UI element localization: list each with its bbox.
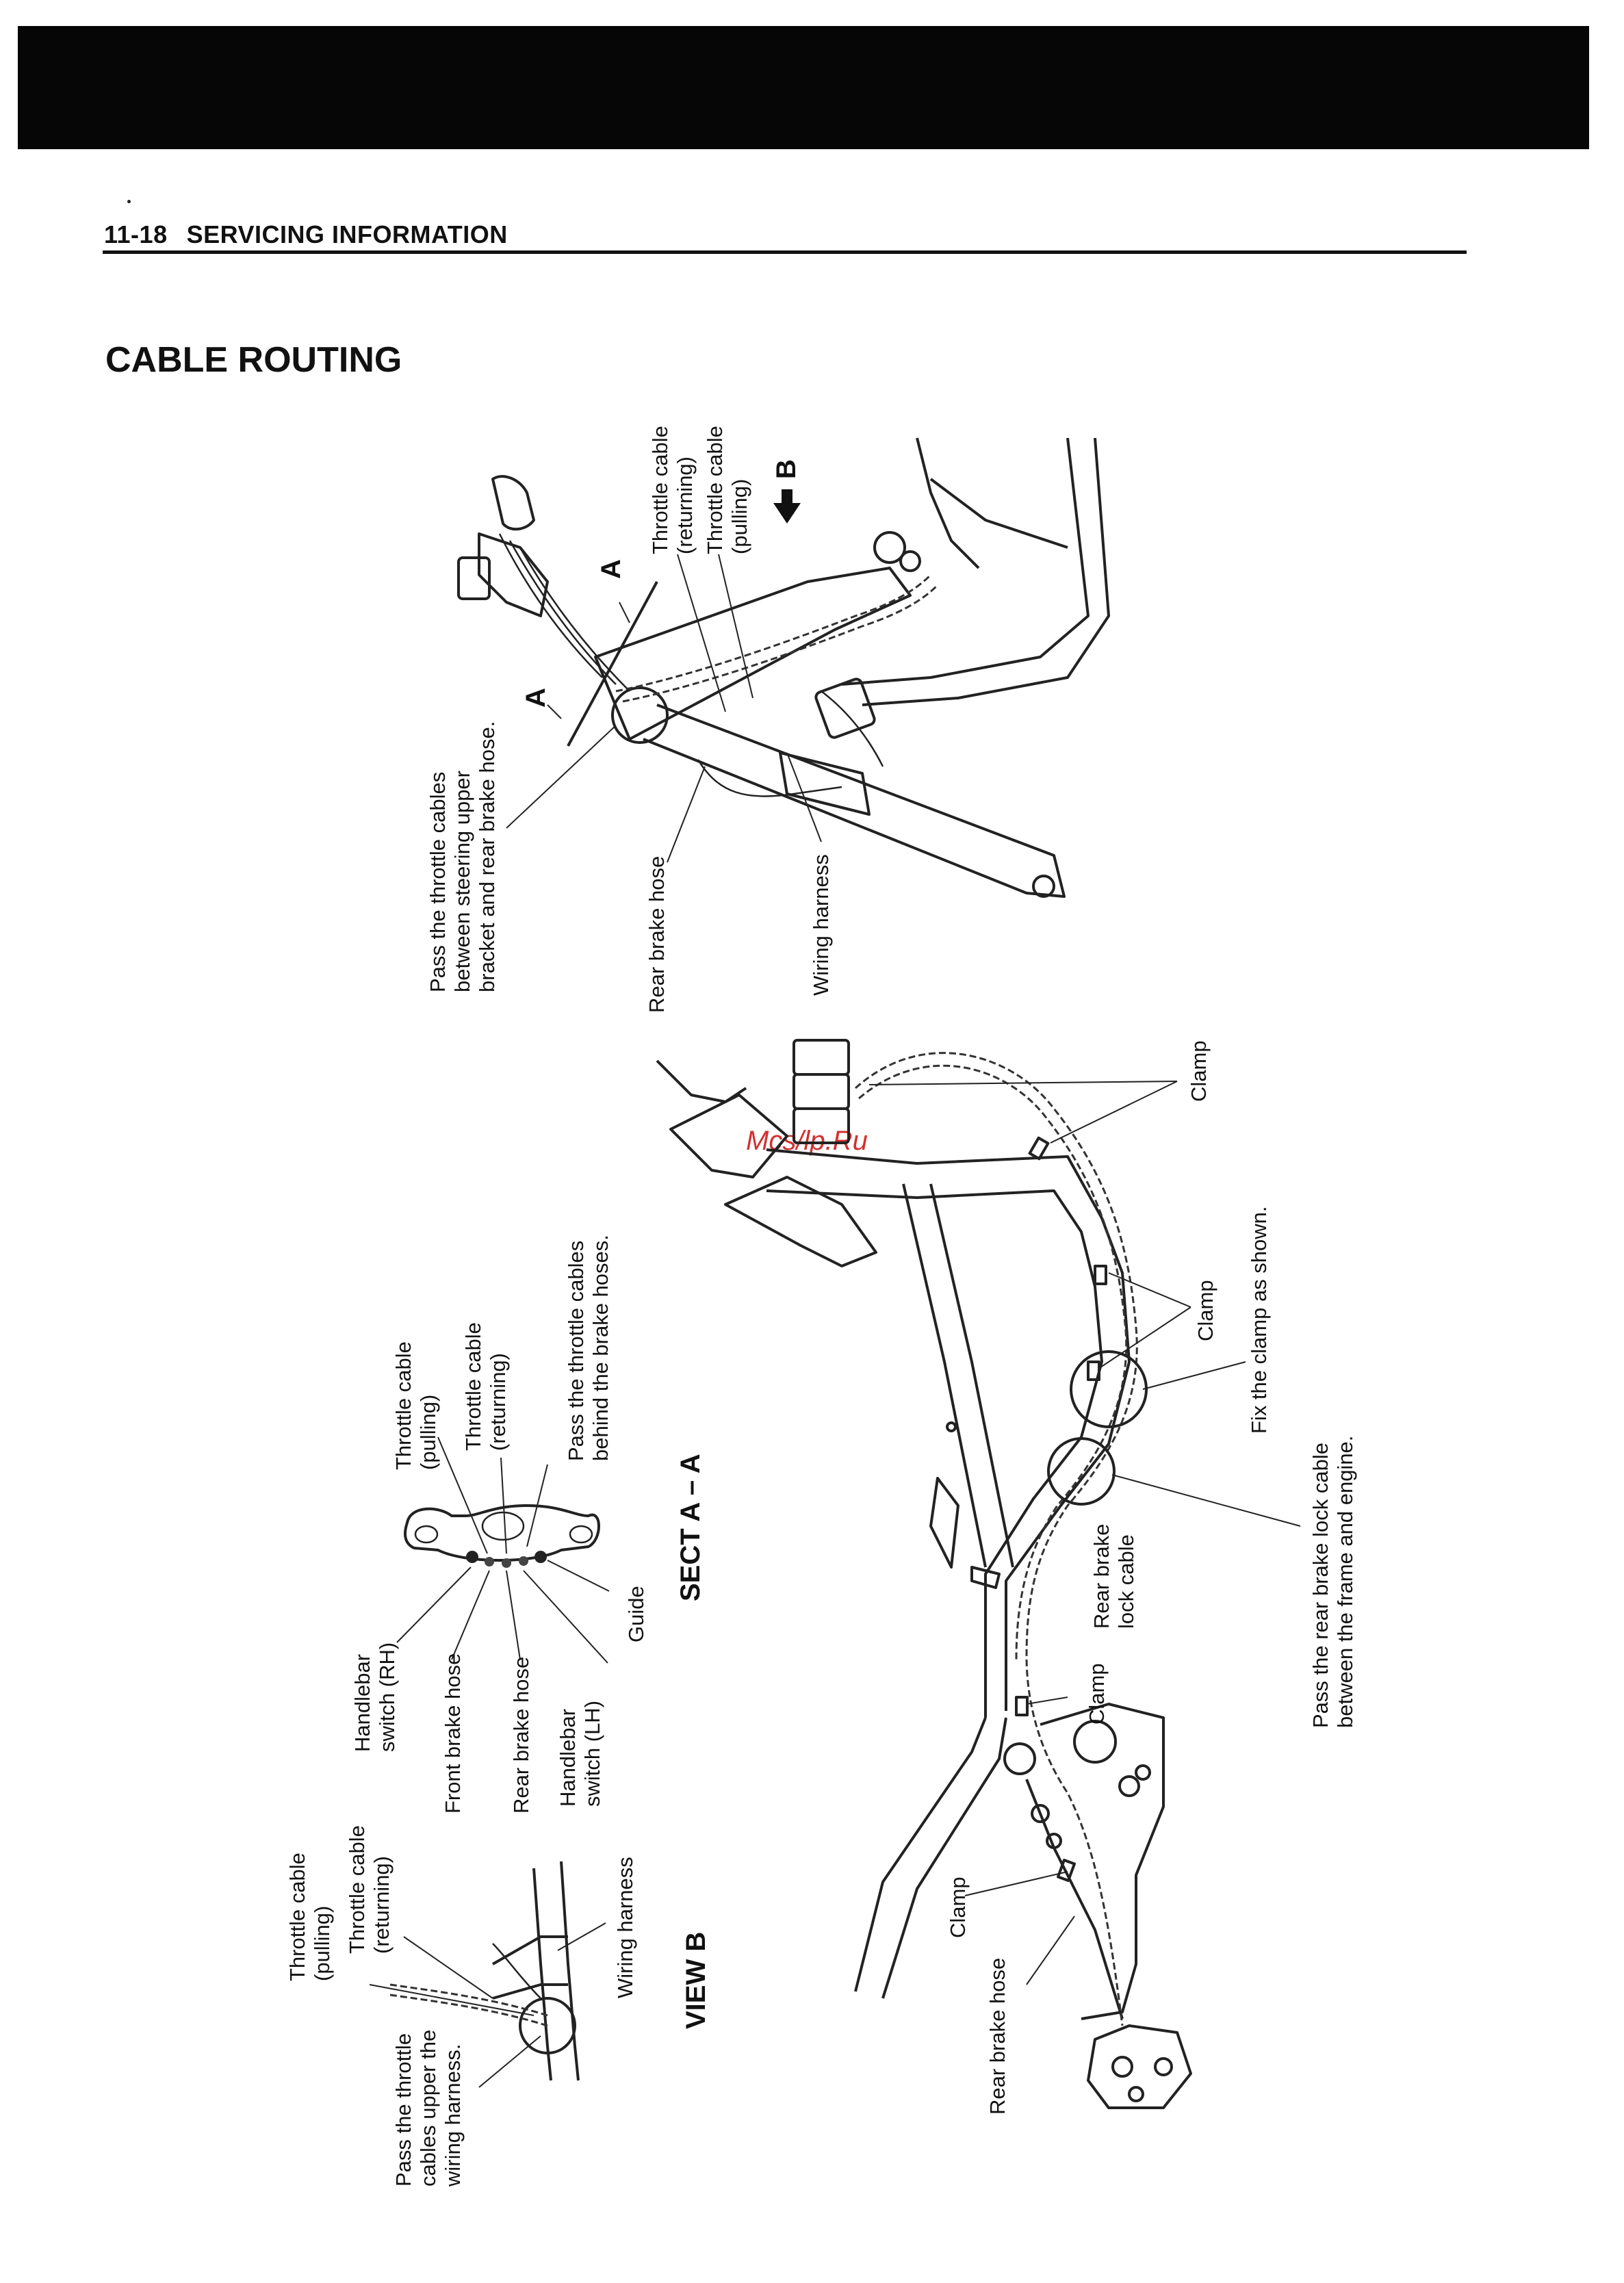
view-b-diagram: Throttle cable(pulling) Throttle cable(r… — [285, 1825, 711, 2187]
sect-label-pass-cables-1: Pass the throttle cables — [564, 1241, 588, 1461]
viewb-label-throttle-returning-2: (returning) — [370, 1856, 394, 1954]
section-marker-a-upper: A — [596, 559, 626, 579]
sect-label-throttle-pulling-1: Throttle cable — [391, 1341, 415, 1470]
page-title: CABLE ROUTING — [105, 340, 402, 380]
label-pass-lock-cable-1: Pass the rear brake lock cable — [1309, 1443, 1332, 1728]
svg-text:Pass the rear brake lock cable: Pass the rear brake lock cablebetween th… — [1309, 1436, 1357, 1728]
top-diagram: A A B Throttle cable(returning) Throttle… — [426, 426, 1110, 1013]
svg-text:Pass the throttlecables upper: Pass the throttlecables upper thewiring … — [391, 2030, 465, 2187]
svg-text:Throttle cable(pulling): Throttle cable(pulling) — [285, 1853, 334, 1981]
sect-label-rear-brake-hose: Rear brake hose — [509, 1657, 533, 1814]
label-rear-brake-hose-top: Rear brake hose — [645, 856, 669, 1013]
label-clamp-mid: Clamp — [1194, 1280, 1217, 1341]
label-wiring-harness-top: Wiring harness — [809, 854, 833, 996]
section-marker-a-lower: A — [521, 688, 551, 708]
header-rule — [103, 250, 1467, 254]
sect-label-throttle-returning-1: Throttle cable — [461, 1322, 485, 1451]
label-pass-cables-3: bracket and rear brake hose. — [475, 721, 499, 992]
svg-text:Throttle cable(returning): Throttle cable(returning) — [461, 1322, 510, 1451]
view-b-title: VIEW B — [681, 1932, 711, 2029]
label-pass-lock-cable-2: between the frame and engine. — [1333, 1436, 1357, 1728]
top-black-band — [18, 26, 1589, 149]
label-throttle-pulling-2: (pulling) — [727, 479, 751, 554]
svg-text:Pass the throttle cablesbetwee: Pass the throttle cablesbetween steering… — [426, 721, 499, 992]
sect-label-pass-cables-2: behind the brake hoses. — [589, 1235, 613, 1461]
sect-label-front-brake-hose: Front brake hose — [441, 1653, 465, 1814]
view-b-arrow-icon — [773, 489, 801, 524]
sect-label-switch-rh-1: Handlebar — [350, 1654, 374, 1752]
viewb-label-wiring-harness: Wiring harness — [613, 1857, 637, 1998]
label-lock-cable-2: lock cable — [1114, 1534, 1138, 1629]
viewb-label-throttle-returning-1: Throttle cable — [345, 1825, 369, 1954]
viewb-label-pass-cables-1: Pass the throttle — [391, 2033, 415, 2187]
svg-text:Throttle cable(returning): Throttle cable(returning) — [345, 1825, 394, 1954]
label-pass-cables-1: Pass the throttle cables — [426, 772, 450, 992]
svg-text:Throttle cable(returning): Throttle cable(returning) — [648, 426, 697, 554]
viewb-label-pass-cables-3: wiring harness. — [441, 2044, 465, 2187]
sect-aa-diagram: Throttle cable(pulling) Throttle cable(r… — [350, 1235, 706, 1814]
label-clamp-lower: Clamp — [1085, 1663, 1109, 1725]
svg-text:Rear brakelock cable: Rear brakelock cable — [1090, 1524, 1138, 1629]
sect-label-throttle-returning-2: (returning) — [486, 1353, 510, 1451]
viewb-label-pass-cables-2: cables upper the — [416, 2030, 440, 2187]
viewb-label-throttle-pulling-1: Throttle cable — [285, 1853, 309, 1981]
section-name: SERVICING INFORMATION — [186, 220, 508, 248]
scan-dot — [127, 200, 131, 203]
label-fix-clamp: Fix the clamp as shown. — [1247, 1206, 1271, 1434]
sect-aa-title: SECT A – A — [675, 1454, 706, 1601]
sect-label-switch-rh-2: switch (RH) — [375, 1642, 399, 1752]
page-header: 11-18 SERVICING INFORMATION — [104, 220, 508, 249]
svg-text:Throttle cable(pulling): Throttle cable(pulling) — [703, 426, 751, 554]
sect-label-switch-lh-2: switch (LH) — [580, 1701, 604, 1807]
svg-text:Pass the throttle cablesbehind: Pass the throttle cablesbehind the brake… — [564, 1235, 613, 1461]
label-lock-cable-1: Rear brake — [1090, 1524, 1113, 1629]
label-clamp-top: Clamp — [1187, 1040, 1211, 1102]
sect-label-switch-lh-1: Handlebar — [556, 1709, 580, 1807]
page-number: 11-18 — [104, 220, 168, 248]
label-clamp-bottom: Clamp — [946, 1876, 970, 1938]
svg-text:Handlebarswitch (RH): Handlebarswitch (RH) — [350, 1642, 399, 1752]
svg-text:Handlebarswitch (LH): Handlebarswitch (LH) — [556, 1701, 604, 1807]
label-throttle-returning-2: (returning) — [673, 456, 697, 554]
sect-label-guide: Guide — [624, 1586, 648, 1642]
viewb-label-throttle-pulling-2: (pulling) — [310, 1906, 334, 1981]
label-pass-cables-2: between steering upper — [450, 771, 474, 992]
label-rear-brake-hose-frame: Rear brake hose — [985, 1958, 1009, 2115]
frame-diagram: Mcs/lp.Ru — [656, 1039, 1357, 2115]
label-throttle-returning-1: Throttle cable — [648, 426, 672, 554]
sect-label-throttle-pulling-2: (pulling) — [416, 1395, 440, 1470]
label-throttle-pulling-1: Throttle cable — [703, 426, 727, 554]
svg-text:Throttle cable(pulling): Throttle cable(pulling) — [391, 1341, 440, 1470]
view-marker-b: B — [771, 459, 801, 479]
